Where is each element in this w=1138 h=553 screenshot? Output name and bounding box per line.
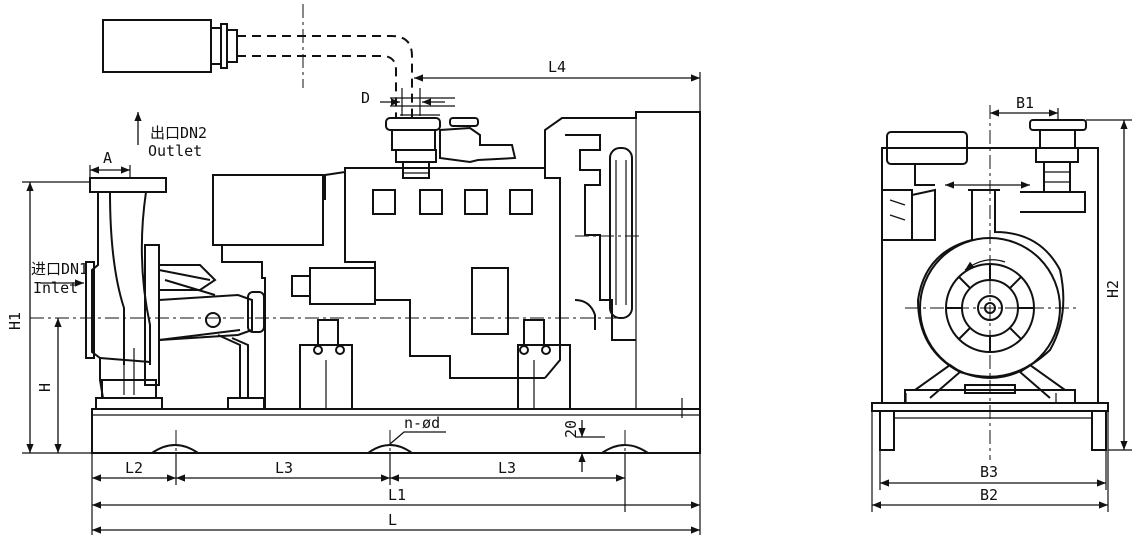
dim-b2-label: B2 [980,486,998,504]
dim-l3-left-label: L3 [275,459,293,477]
dim-20-label: 20 [562,420,580,438]
dim-l4-label: L4 [548,58,566,76]
dim-h1-label: H1 [6,312,24,330]
pump-bracket [144,244,265,410]
end-pump-volute [904,189,1076,404]
dim-d-label: D [361,89,370,107]
dim-l2-label: L2 [125,459,143,477]
outlet-cn-label: 出口DN2 [150,124,207,142]
base-frame [91,398,701,454]
bolt-hole-label: n-ød [404,414,440,432]
inlet-en-label: Inlet [33,279,78,297]
dim-h-label: H [36,383,54,392]
pump-casing [85,177,167,410]
outlet-en-label: Outlet [148,142,202,160]
bolt-hole-leader [389,431,446,445]
dim-l1-label: L1 [388,486,406,504]
engine [291,111,701,409]
dim-l-label: L [388,511,397,529]
dim-b3-label: B3 [980,463,998,481]
dim-a-label: A [103,149,112,167]
engine-mounts [299,319,571,410]
dim-h2-label: H2 [1104,280,1122,298]
end-view: B1 H2 B3 B2 [871,94,1132,512]
dim-l3-right-label: L3 [498,459,516,477]
dim-b1-label: B1 [1016,94,1034,112]
side-view: 出口DN2 Outlet 进口DN1 Inlet A D L4 H1 H n-ø… [6,4,701,535]
end-top-components [881,119,1087,241]
control-box [212,174,324,409]
exhaust-silencer [102,4,455,118]
inlet-cn-label: 进口DN1 [31,260,88,278]
